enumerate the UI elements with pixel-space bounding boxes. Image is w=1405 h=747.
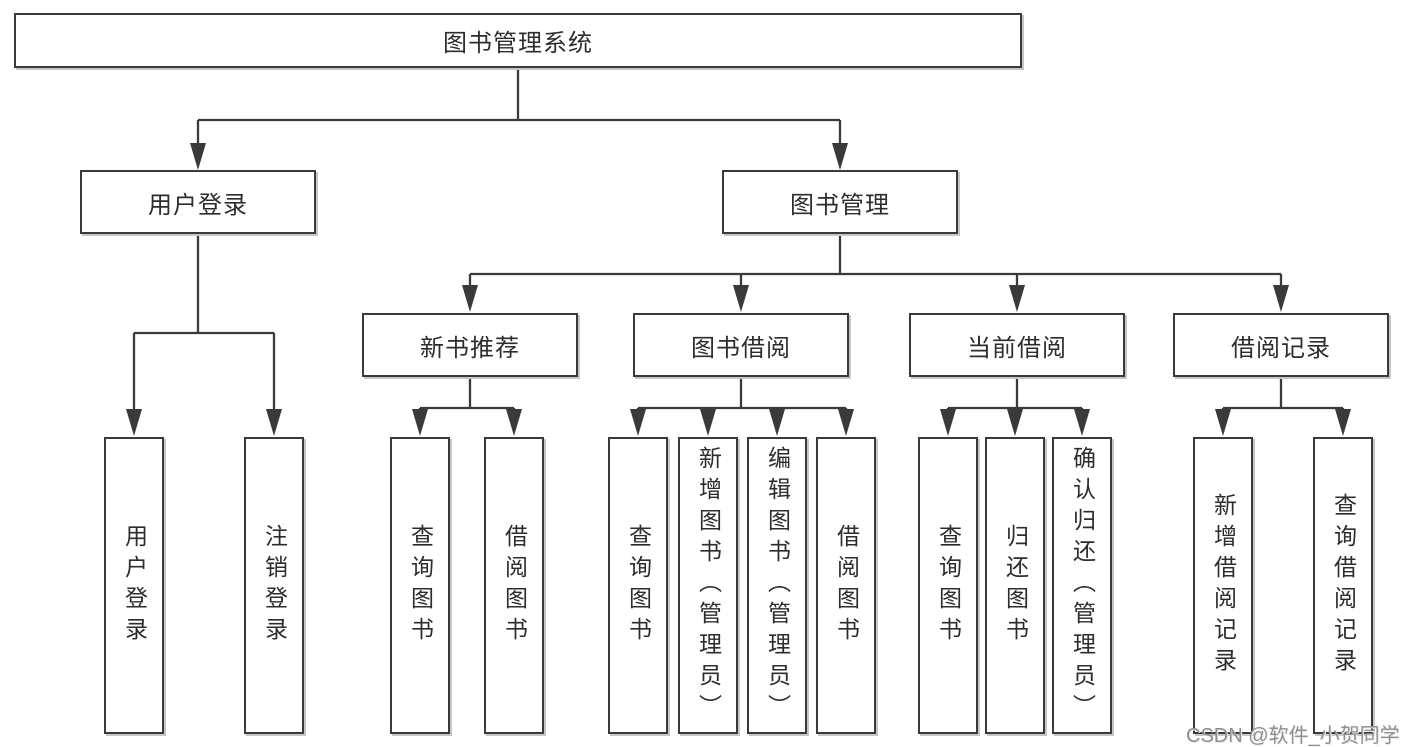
leaf-borrowing-query-books-label: 查询图书 <box>625 523 652 648</box>
node-user-login: 用户登录 <box>80 170 316 234</box>
node-library-system: 图书管理系统 <box>14 13 1022 68</box>
leaf-records-add-record: 新增借阅记录 <box>1193 437 1253 734</box>
connector-bookmgmt-to-level3 <box>468 234 1283 287</box>
leaf-records-query-record-label: 查询借阅记录 <box>1330 492 1357 679</box>
leaf-current-confirm-return-admin-label: 确认归还（管理员） <box>1069 446 1096 725</box>
leaf-current-query-books-label: 查询图书 <box>935 523 962 648</box>
node-new-book-recommendation: 新书推荐 <box>362 313 578 377</box>
leaf-logout-label: 注销登录 <box>261 523 288 648</box>
leaf-newbooks-borrow-books-label: 借阅图书 <box>501 523 528 648</box>
leaf-borrowing-edit-books-admin-label: 编辑图书（管理员） <box>764 446 791 725</box>
leaf-current-query-books: 查询图书 <box>918 437 978 734</box>
leaf-borrowing-borrow-books: 借阅图书 <box>816 437 876 734</box>
leaf-user-login-label: 用户登录 <box>121 523 148 648</box>
leaf-newbooks-query-books: 查询图书 <box>390 437 450 734</box>
leaf-borrowing-edit-books-admin: 编辑图书（管理员） <box>747 437 807 734</box>
node-current-borrowing: 当前借阅 <box>909 313 1125 377</box>
leaf-borrowing-borrow-books-label: 借阅图书 <box>833 523 860 648</box>
connector-records-to-leaves <box>1221 377 1345 411</box>
leaf-logout: 注销登录 <box>244 437 304 734</box>
connector-userlogin-to-leaves <box>132 234 276 412</box>
leaf-records-add-record-label: 新增借阅记录 <box>1210 492 1237 679</box>
csdn-watermark: CSDN @软件_小贺同学 <box>1186 725 1400 747</box>
connector-newbooks-to-leaves <box>418 377 516 411</box>
leaf-user-login: 用户登录 <box>104 437 164 734</box>
connector-bookborrow-to-leaves <box>636 377 848 411</box>
leaf-current-return-books: 归还图书 <box>985 437 1045 734</box>
node-book-management: 图书管理 <box>722 170 958 234</box>
connector-root-to-level2 <box>196 68 842 146</box>
leaf-records-query-record: 查询借阅记录 <box>1313 437 1373 734</box>
leaf-borrowing-add-books-admin: 新增图书（管理员） <box>678 437 738 734</box>
leaf-borrowing-query-books: 查询图书 <box>608 437 668 734</box>
leaf-newbooks-query-books-label: 查询图书 <box>407 523 434 648</box>
leaf-borrowing-add-books-admin-label: 新增图书（管理员） <box>695 446 722 725</box>
connector-currentborrow-to-leaves <box>946 377 1084 411</box>
leaf-current-confirm-return-admin: 确认归还（管理员） <box>1052 437 1112 734</box>
node-borrowing-records: 借阅记录 <box>1173 313 1389 377</box>
node-book-borrowing: 图书借阅 <box>633 313 849 377</box>
leaf-current-return-books-label: 归还图书 <box>1002 523 1029 648</box>
leaf-newbooks-borrow-books: 借阅图书 <box>484 437 544 734</box>
